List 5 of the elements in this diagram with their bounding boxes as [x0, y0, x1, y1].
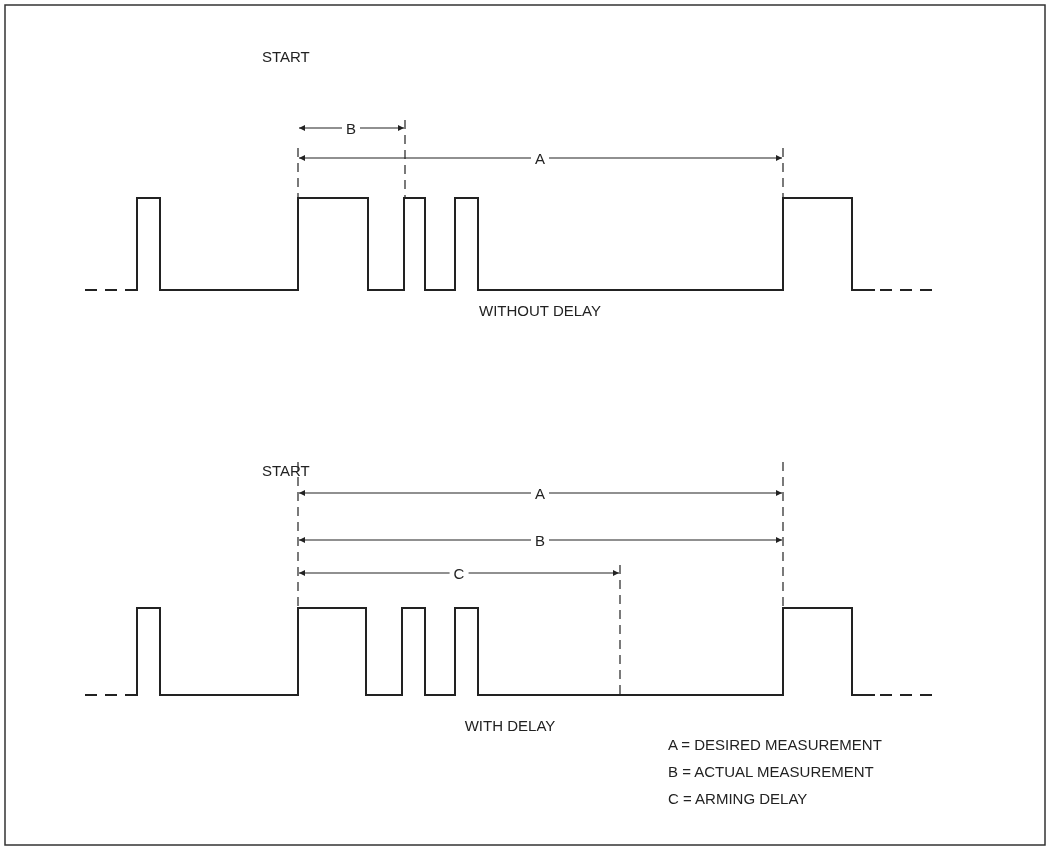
legend-note: C = ARMING DELAY — [668, 790, 808, 807]
signal-label: START — [262, 462, 310, 479]
legend-note: A = DESIRED MEASUREMENT — [668, 736, 882, 753]
legend-note: B = ACTUAL MEASUREMENT — [668, 763, 874, 780]
signal-label: START — [262, 48, 310, 65]
